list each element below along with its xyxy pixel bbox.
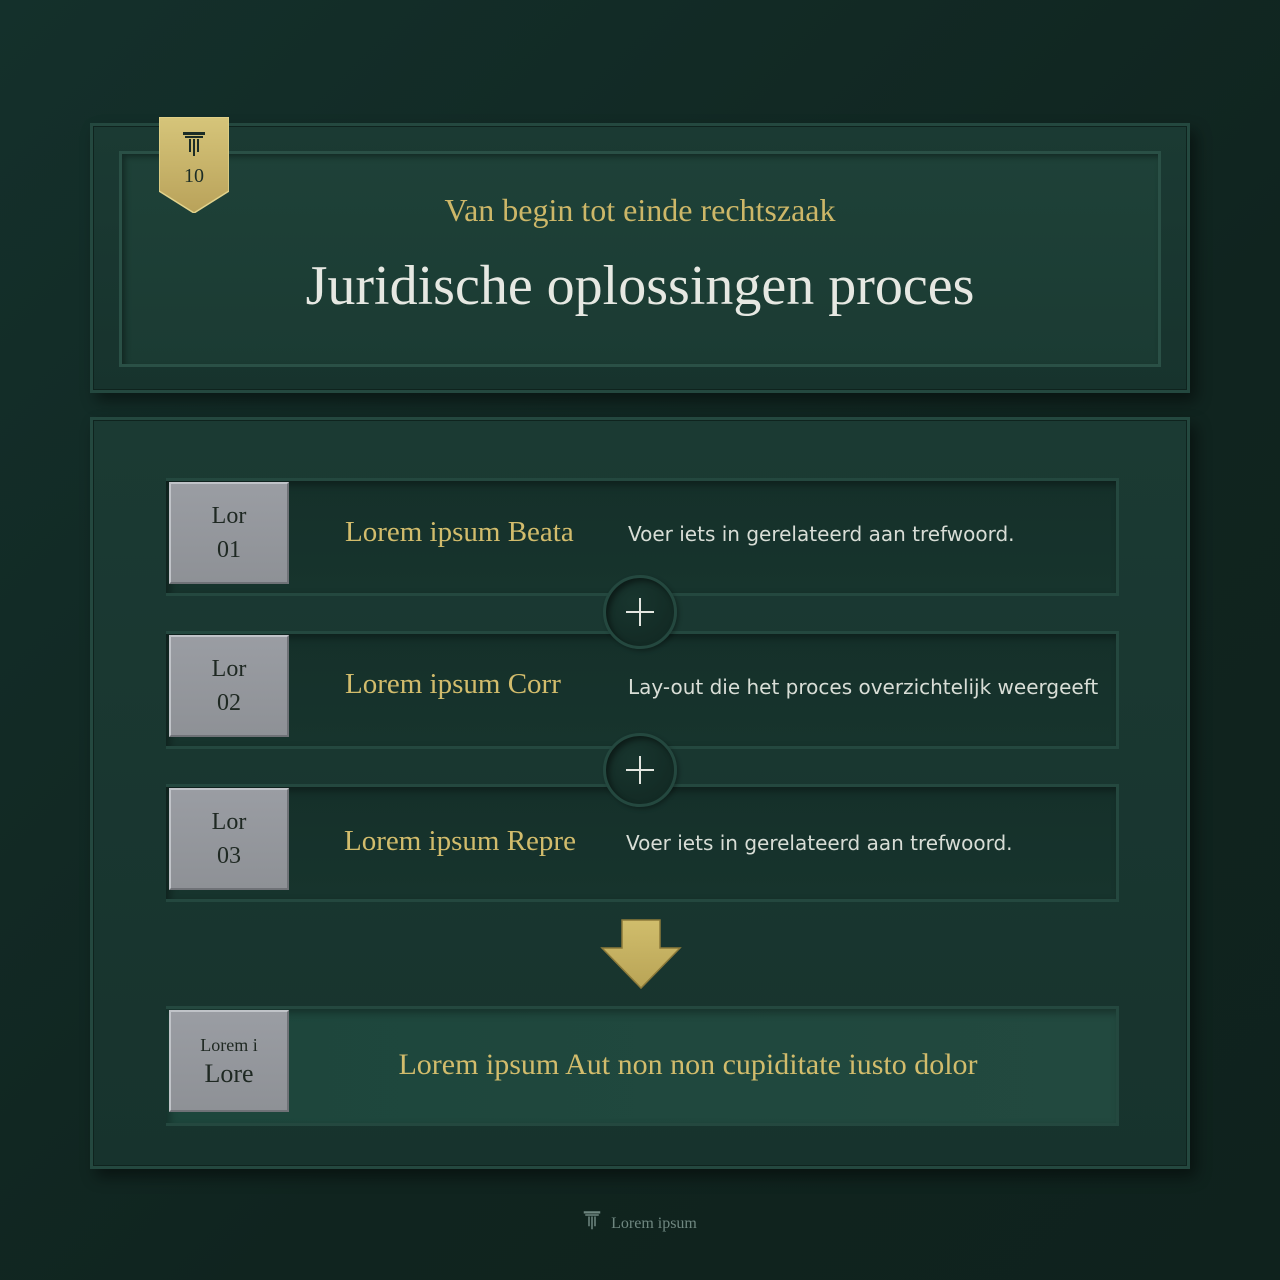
plus-icon — [603, 575, 677, 649]
step-heading-2: Lorem ipsum Corr — [345, 668, 561, 700]
plus-icon — [603, 733, 677, 807]
footer: Lorem ipsum — [0, 1210, 1280, 1237]
header-panel — [90, 123, 1190, 393]
result-label-small: Lorem i — [200, 1035, 258, 1055]
result-row — [166, 1006, 1119, 1126]
page-badge: 10 — [159, 117, 229, 213]
step-description-1: Voer iets in gerelateerd aan trefwoord. — [628, 522, 1015, 546]
step-heading-3: Lorem ipsum Repre — [344, 825, 576, 857]
step-description-3: Voer iets in gerelateerd aan trefwoord. — [626, 831, 1013, 855]
title-frame — [119, 151, 1161, 367]
step-number: 01 — [217, 537, 241, 563]
step-number: 02 — [217, 690, 241, 716]
step-label: Lor — [211, 656, 247, 682]
badge-number: 10 — [184, 165, 204, 187]
step-number-box-1: Lor 01 — [169, 482, 289, 584]
step-label: Lor — [211, 809, 247, 835]
step-description-2: Lay-out die het proces overzichtelijk we… — [628, 675, 1099, 699]
pillar-icon — [583, 1210, 601, 1237]
page-title: Juridische oplossingen proces — [305, 255, 975, 317]
result-label-large: Lore — [204, 1059, 254, 1088]
step-heading-1: Lorem ipsum Beata — [345, 516, 574, 548]
result-label-box: Lorem i Lore — [169, 1010, 289, 1112]
result-text: Lorem ipsum Aut non non cupiditate iusto… — [398, 1048, 978, 1081]
step-number-box-3: Lor 03 — [169, 788, 289, 890]
arrow-down-icon — [600, 918, 682, 995]
step-label: Lor — [211, 503, 247, 529]
step-number-box-2: Lor 02 — [169, 635, 289, 737]
step-number: 03 — [217, 843, 241, 869]
page-subtitle: Van begin tot einde rechtszaak — [444, 192, 836, 228]
footer-text: Lorem ipsum — [611, 1215, 697, 1232]
pillar-icon — [182, 131, 206, 159]
